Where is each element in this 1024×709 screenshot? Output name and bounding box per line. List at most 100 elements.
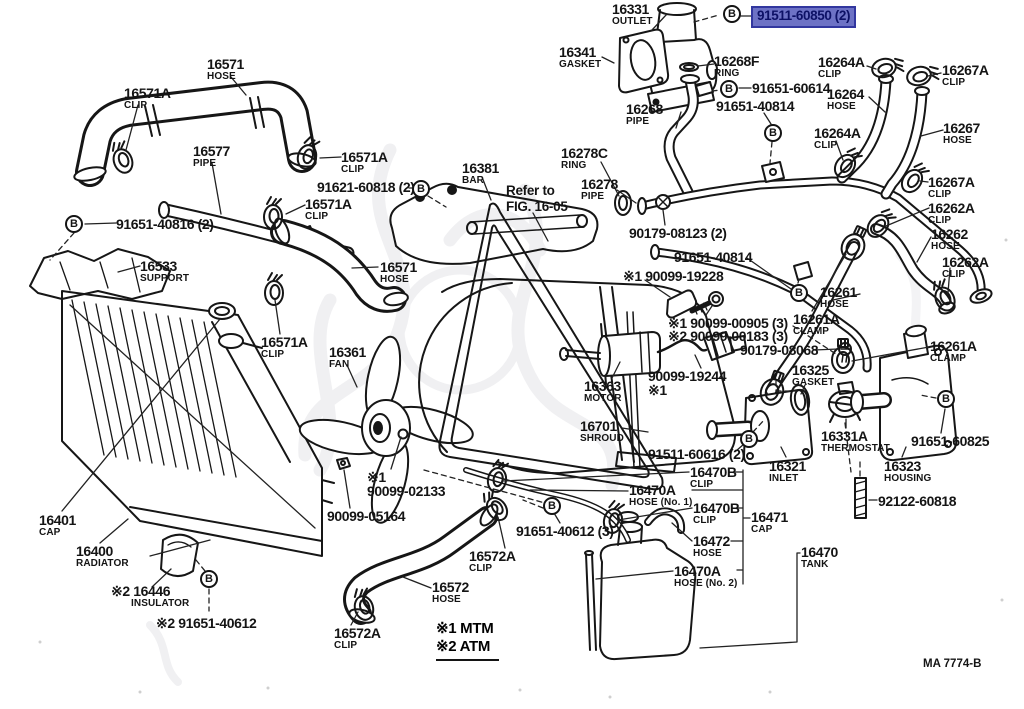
bolt-ref-marker-1[interactable]: B <box>723 5 741 23</box>
bolt-ref-marker-4[interactable]: B <box>790 284 808 302</box>
part-code: ※1 90099-00905 (3) <box>668 315 788 331</box>
part-label-91651-40816[interactable]: 91651-40816 (2) <box>116 216 214 232</box>
bolt-ref-marker-10[interactable]: B <box>200 570 218 588</box>
part-label-92122-60818[interactable]: 92122-60818 <box>878 494 957 509</box>
part-label-90179-08123[interactable]: 90179-08123 (2) <box>629 226 727 241</box>
bolt-90099-00905-icon <box>689 291 724 315</box>
part-label-90099-19244[interactable]: 90099-19244※1 <box>648 368 727 398</box>
part-label-90099-00905[interactable]: ※1 90099-00905 (3) <box>668 315 788 331</box>
overflow-hose-drawing <box>463 467 631 543</box>
reserve-tank-drawing <box>584 507 697 661</box>
part-name: PIPE <box>193 158 217 170</box>
part-name: GASKET <box>559 59 602 71</box>
part-name: SHROUD <box>580 433 624 445</box>
part-label-91651-40814-a[interactable]: 91651-40814 <box>716 99 795 114</box>
part-label-91651-60825[interactable]: 91651-60825 <box>911 434 990 449</box>
bolt-ref-marker-9[interactable]: B <box>937 390 955 408</box>
part-code: 16572 <box>432 579 469 595</box>
part-name: CLIP <box>942 269 966 281</box>
upper-hose-drawing <box>73 80 317 187</box>
part-label-90099-00183[interactable]: ※2 90099-00183 (3) <box>668 329 788 344</box>
bolt-ref-marker-7[interactable]: B <box>543 497 561 515</box>
part-label-90099-19228[interactable]: ※1 90099-19228 <box>623 269 724 284</box>
part-label-91651-40612-3[interactable]: 91651-40612 (3) <box>516 524 614 539</box>
part-code: 16571 <box>207 56 244 72</box>
part-code: 16401 <box>39 512 76 528</box>
bolt-ref-marker-6[interactable]: B <box>412 180 430 198</box>
part-label-90099-05164[interactable]: 90099-05164 <box>327 509 406 524</box>
mid-hose-drawing <box>270 217 409 313</box>
part-label-91651-60614[interactable]: 91651-60614 <box>752 80 831 96</box>
hose-16267-drawing <box>880 86 930 200</box>
highlighted-part-label[interactable]: 91511-60850 (2) <box>751 6 857 28</box>
part-name: SUPPORT <box>140 273 190 285</box>
part-label-91621-60818[interactable]: 91621-60818 (2) <box>317 180 415 195</box>
part-name: CLIP <box>818 69 842 81</box>
legend-mtm: ※1 MTM <box>436 620 494 637</box>
part-name: HOSE <box>380 274 409 286</box>
bolt-ref-marker-2[interactable]: B <box>720 80 738 98</box>
part-label-91651-40814-b[interactable]: 91651-40814 <box>674 250 753 265</box>
part-name: HOSE <box>432 594 461 606</box>
part-code: 90099-19244 <box>648 368 727 384</box>
bolt-ref-marker-8[interactable]: B <box>740 430 758 448</box>
part-code: 91651-60614 <box>752 80 831 96</box>
part-code: 91651-40816 (2) <box>116 216 214 232</box>
part-code: 16267A <box>942 62 989 78</box>
part-label-90179-08068[interactable]: 90179-08068 <box>740 343 819 358</box>
part-label-91651-40612-2[interactable]: ※2 91651-40612 <box>156 616 257 631</box>
part-label-91511-60616[interactable]: 91511-60616 (2) <box>648 447 745 462</box>
part-name: CLIP <box>305 211 329 223</box>
bolt-ref-marker-3[interactable]: B <box>764 124 782 142</box>
bolt-ref-marker-5[interactable]: B <box>65 215 83 233</box>
